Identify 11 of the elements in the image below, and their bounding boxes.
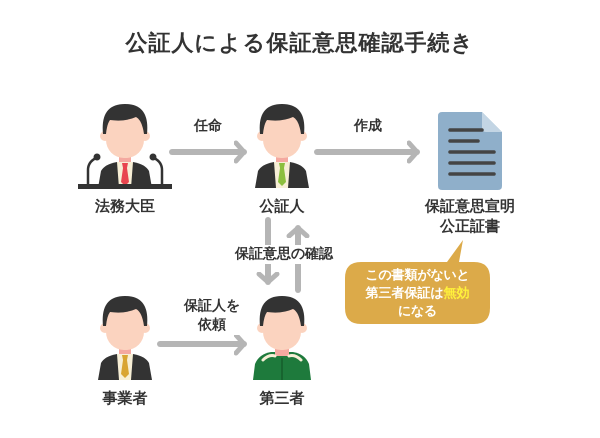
speech-bubble — [345, 240, 490, 324]
arrow — [314, 140, 420, 164]
person-label: 事業者 — [102, 388, 148, 408]
title: 公証人による保証意思確認手続き — [124, 30, 476, 58]
person-label: 公証人 — [258, 196, 306, 216]
document-label: 保証意思宣明公正証書 — [424, 196, 516, 236]
arrow — [157, 332, 247, 356]
arrow — [169, 140, 247, 164]
callout-text: この書類がないと第三者保証は無効になる — [364, 267, 470, 321]
person-label: 第三者 — [258, 388, 306, 408]
person-label: 法務大臣 — [94, 196, 156, 216]
